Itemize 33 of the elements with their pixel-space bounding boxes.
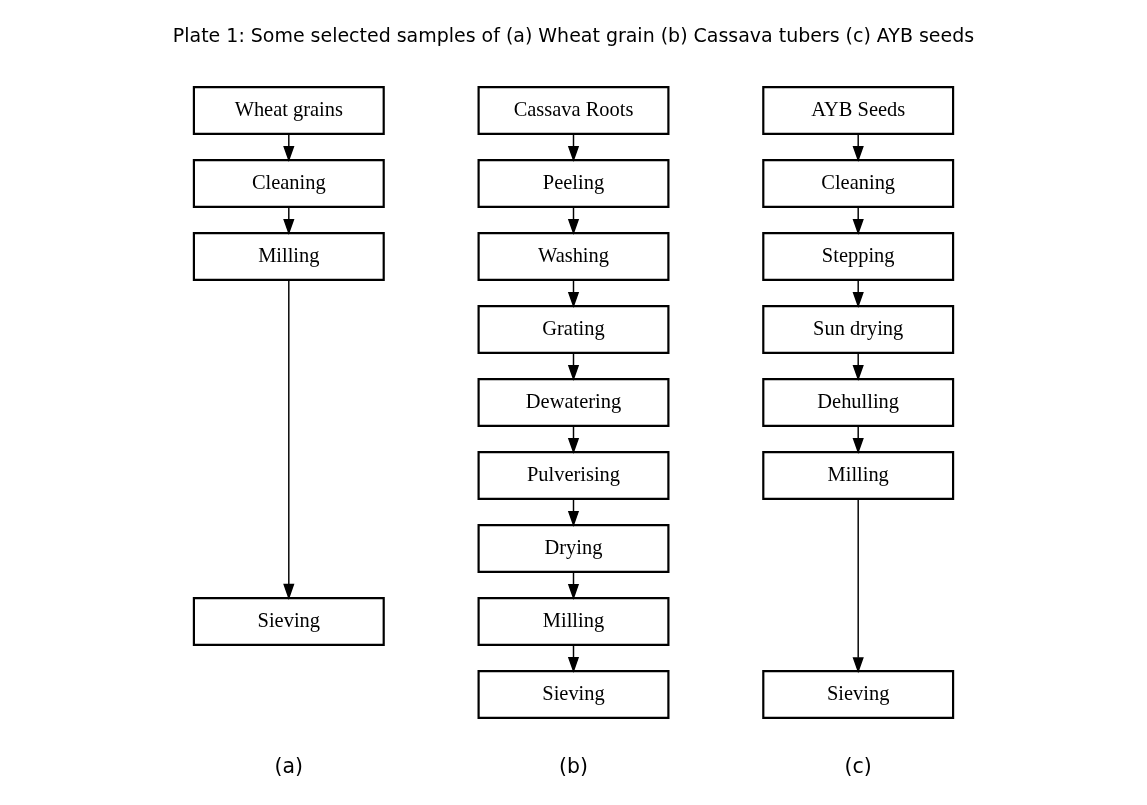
arrow — [283, 279, 295, 600]
arrow — [283, 133, 295, 162]
arrow — [852, 279, 864, 308]
node-box: Dewatering — [477, 378, 670, 427]
node-box: Sieving — [762, 670, 955, 719]
node-box: Cassava Roots — [477, 86, 670, 135]
node-box: Sieving — [477, 670, 670, 719]
label: (c) — [844, 753, 872, 778]
node-box: AYB Seeds — [762, 86, 955, 135]
node-box: Sun drying — [762, 305, 955, 354]
node-box: Washing — [477, 232, 670, 281]
node-box: Milling — [192, 232, 385, 281]
node-box: Pulverising — [477, 451, 670, 500]
node-box: Cleaning — [762, 159, 955, 208]
node-box: Milling — [762, 451, 955, 500]
label: Plate 1: Some selected samples of (a) Wheat grain (b) Cassava tubers (c) AYB seeds — [172, 24, 975, 47]
label: (a) — [274, 753, 304, 778]
node-box: Wheat grains — [192, 86, 385, 135]
node-box: Stepping — [762, 232, 955, 281]
node-box: Peeling — [477, 159, 670, 208]
node-box: Cleaning — [192, 159, 385, 208]
node-box: Drying — [477, 524, 670, 573]
arrow — [852, 133, 864, 162]
node-box: Grating — [477, 305, 670, 354]
arrow — [283, 206, 295, 235]
arrow — [852, 206, 864, 235]
label: (b) — [559, 753, 588, 778]
node-box: Milling — [477, 597, 670, 646]
arrow — [852, 352, 864, 381]
node-box: Dehulling — [762, 378, 955, 427]
arrow — [852, 498, 864, 674]
arrow — [852, 425, 864, 454]
node-box: Sieving — [192, 597, 385, 646]
